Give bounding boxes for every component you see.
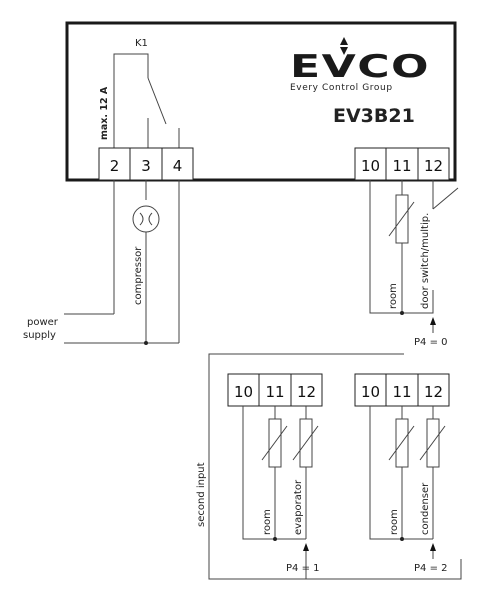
sub-terminal-block-1: 10 11 12 — [227, 373, 323, 407]
right-terminal-block: 10 11 12 — [354, 147, 450, 181]
room-label-2: room — [389, 509, 400, 535]
sub-terminal-block-2: 10 11 12 — [354, 373, 450, 407]
condenser-label: condenser — [420, 482, 431, 535]
max-current-label: max. 12 A — [99, 86, 110, 140]
door-switch-contact — [432, 187, 459, 210]
p4-2-label: P4 = 2 — [414, 563, 448, 574]
relay-contact — [147, 77, 167, 125]
relay-label: K1 — [135, 38, 148, 49]
room-label-1: room — [262, 509, 273, 535]
room-label-main: room — [388, 283, 399, 309]
relay-common-wire — [113, 53, 149, 148]
svg-text:11: 11 — [265, 383, 284, 401]
svg-text:12: 12 — [424, 383, 443, 401]
brand-tagline: Every Control Group — [290, 83, 393, 93]
svg-text:12: 12 — [297, 383, 316, 401]
terminal-4: 4 — [173, 157, 183, 175]
p4-1-label: P4 = 1 — [286, 563, 320, 574]
terminal-11: 11 — [392, 157, 411, 175]
terminal-10: 10 — [361, 157, 380, 175]
brand-logo-text: EVCO — [290, 49, 430, 85]
terminal-12: 12 — [424, 157, 443, 175]
terminal-3: 3 — [141, 157, 151, 175]
evco-logo: EVCO — [290, 37, 430, 85]
door-switch-label: door switch/multip. — [420, 213, 431, 309]
svg-text:10: 10 — [234, 383, 253, 401]
left-terminal-block: 2 3 4 — [98, 147, 194, 181]
svg-text:10: 10 — [361, 383, 380, 401]
compressor-symbol — [132, 205, 160, 233]
second-input-bracket — [208, 353, 462, 580]
power-supply-line1: power — [27, 317, 59, 328]
p4-0-label: P4 = 0 — [414, 337, 448, 348]
terminal-2: 2 — [110, 157, 120, 175]
svg-text:11: 11 — [392, 383, 411, 401]
second-input-label: second input — [196, 462, 207, 527]
evaporator-label: evaporator — [293, 479, 304, 535]
compressor-label: compressor — [133, 246, 144, 305]
power-supply-line2: supply — [23, 330, 56, 341]
model-name: EV3B21 — [333, 105, 415, 127]
